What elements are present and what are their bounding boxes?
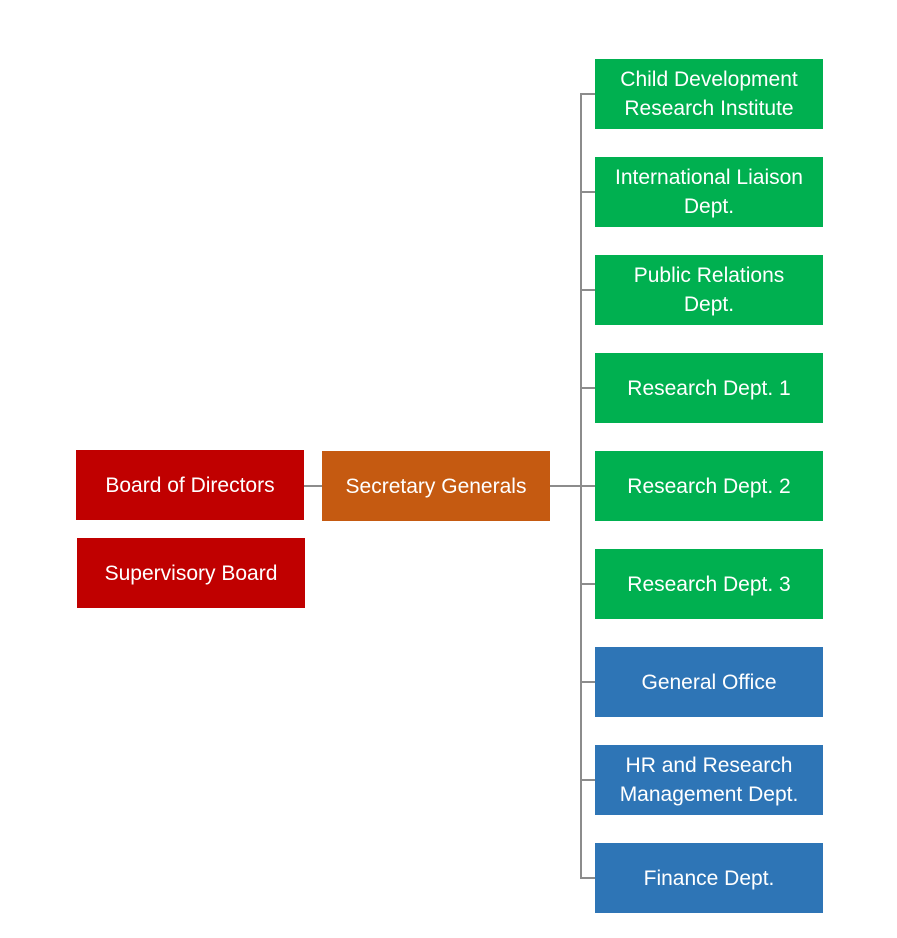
department-label: Research Dept. 3 bbox=[627, 572, 791, 596]
department-box: Research Dept. 1 bbox=[595, 353, 823, 423]
connector-branch bbox=[580, 485, 595, 487]
department-box: International Liaison Dept. bbox=[595, 157, 823, 227]
department-label: Management Dept. bbox=[619, 783, 799, 806]
department-label: Child Development bbox=[620, 68, 798, 91]
board-of-directors-box: Board of Directors bbox=[76, 450, 304, 520]
department-label: Dept. bbox=[683, 195, 735, 218]
connector-branch bbox=[580, 93, 595, 95]
department-label: Finance Dept. bbox=[643, 866, 775, 890]
department-label: Research Institute bbox=[624, 97, 794, 120]
department-label: Research Dept. 1 bbox=[627, 376, 791, 400]
department-box: Public Relations Dept. bbox=[595, 255, 823, 325]
secretary-generals-box: Secretary Generals bbox=[322, 451, 550, 521]
department-label: General Office bbox=[641, 670, 777, 694]
connector-branch bbox=[580, 191, 595, 193]
department-box: Research Dept. 3 bbox=[595, 549, 823, 619]
department-box: Child Development Research Institute bbox=[595, 59, 823, 129]
department-box: General Office bbox=[595, 647, 823, 717]
department-label: Public Relations bbox=[633, 264, 785, 287]
department-label: HR and Research bbox=[625, 754, 793, 777]
connector-branch bbox=[580, 289, 595, 291]
board-of-directors-label: Board of Directors bbox=[105, 473, 275, 497]
connector-secretary-to-trunk bbox=[549, 485, 581, 487]
connector-branch bbox=[580, 779, 595, 781]
connector-branch bbox=[580, 583, 595, 585]
department-label: International Liaison bbox=[615, 166, 803, 189]
connector-branch bbox=[580, 681, 595, 683]
department-box: Finance Dept. bbox=[595, 843, 823, 913]
supervisory-board-box: Supervisory Board bbox=[77, 538, 305, 608]
connector-branch bbox=[580, 387, 595, 389]
department-box: Research Dept. 2 bbox=[595, 451, 823, 521]
connector-board-to-secretary bbox=[304, 485, 322, 487]
department-box: HR and Research Management Dept. bbox=[595, 745, 823, 815]
department-label: Dept. bbox=[683, 293, 735, 316]
supervisory-board-label: Supervisory Board bbox=[104, 561, 278, 585]
secretary-generals-label: Secretary Generals bbox=[345, 474, 527, 498]
connector-branch bbox=[580, 877, 595, 879]
department-label: Research Dept. 2 bbox=[627, 474, 791, 498]
